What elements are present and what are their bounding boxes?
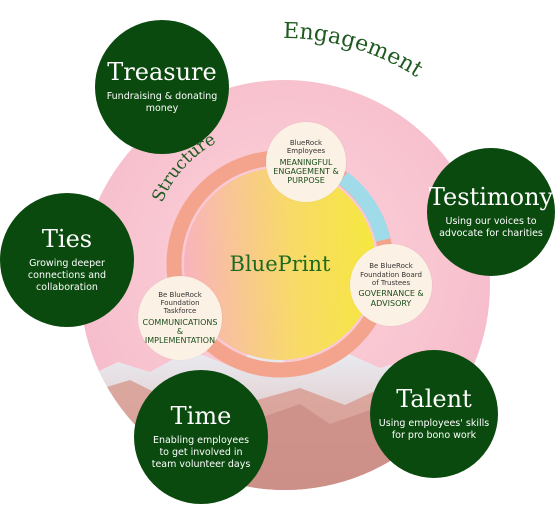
blueprint-core-circle	[184, 168, 376, 360]
node-org: Be BlueRock Foundation Taskforce	[158, 290, 202, 316]
node-employees: BlueRock Employees MEANINGFUL ENGAGEMENT…	[266, 122, 346, 202]
pillar-description: Fundraising & donating money	[106, 90, 218, 114]
pillar-title: Treasure	[107, 58, 217, 87]
node-taskforce: Be BlueRock Foundation Taskforce COMMUNI…	[138, 276, 222, 360]
pillar-title: Testimony	[428, 183, 554, 212]
pillar-description: Using employees' skills for pro bono wor…	[378, 417, 490, 441]
node-role: MEANINGFUL ENGAGEMENT & PURPOSE	[273, 157, 339, 185]
pillar-description: Enabling employees to get involved in te…	[151, 434, 251, 470]
engagement-arc-label: Engagement	[283, 19, 427, 83]
pillar-talent: Talent Using employees' skills for pro b…	[370, 350, 498, 478]
pillar-time: Time Enabling employees to get involved …	[134, 370, 268, 504]
node-role: COMMUNICATIONS & IMPLEMENTATION	[142, 317, 218, 346]
pillar-title: Time	[170, 402, 232, 431]
structure-ring-cyan	[338, 171, 391, 242]
node-org: BlueRock Employees	[286, 138, 326, 156]
node-role: GOVERNANCE & ADVISORY	[358, 289, 424, 308]
pillar-treasure: Treasure Fundraising & donating money	[95, 20, 229, 154]
pillar-description: Using our voices to advocate for chariti…	[439, 215, 543, 239]
pillar-title: Ties	[41, 225, 93, 254]
pillar-title: Talent	[396, 385, 472, 414]
node-org: Be BlueRock Foundation Board of Trustees	[360, 262, 422, 287]
center-title: BluePrint	[229, 252, 331, 276]
pillar-description: Growing deeper connections and collabora…	[27, 257, 107, 293]
pillar-ties: Ties Growing deeper connections and coll…	[0, 193, 134, 327]
pillar-testimony: Testimony Using our voices to advocate f…	[427, 148, 555, 276]
node-board-of-trustees: Be BlueRock Foundation Board of Trustees…	[350, 244, 432, 326]
